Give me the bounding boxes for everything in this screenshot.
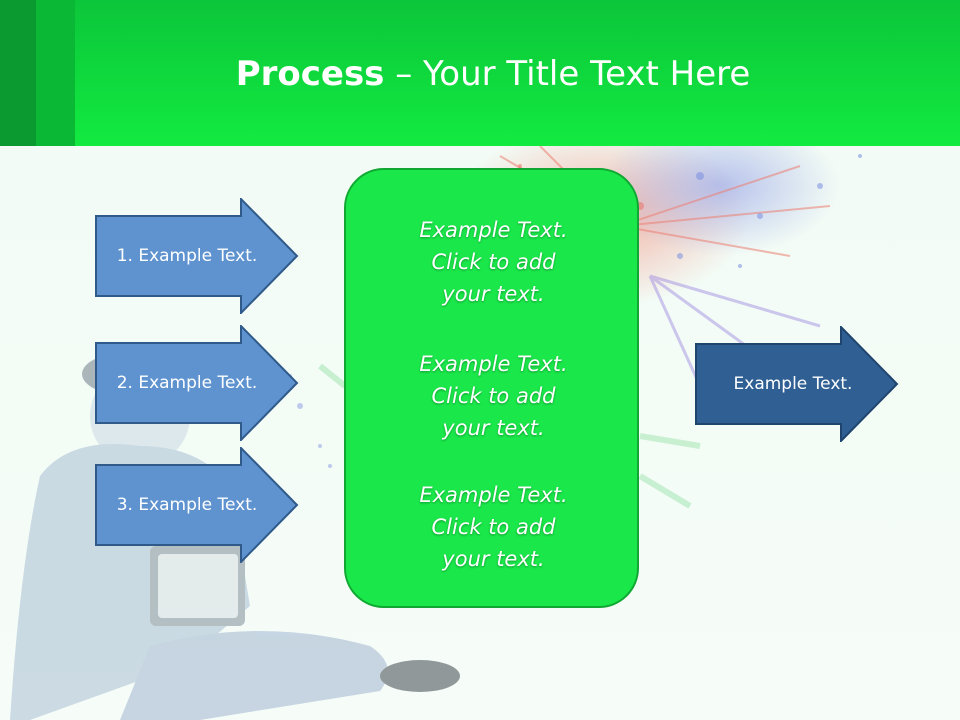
- paragraph-line: Example Text.: [419, 483, 568, 507]
- step-label: 3. Example Text.: [116, 495, 258, 515]
- center-paragraph-2: Example Text. Click to add your text.: [346, 348, 641, 444]
- paragraph-line: your text.: [442, 416, 545, 440]
- step-label: 1. Example Text.: [116, 246, 258, 266]
- step-arrow-1[interactable]: 1. Example Text.: [95, 198, 299, 314]
- paragraph-line: Example Text.: [419, 352, 568, 376]
- paragraph-line: Click to add: [431, 384, 556, 408]
- step-label: 2. Example Text.: [116, 373, 258, 393]
- arrow-shape-icon: [95, 198, 299, 314]
- arrow-shape-icon: [95, 325, 299, 441]
- center-paragraph-1: Example Text. Click to add your text.: [346, 214, 641, 310]
- result-label: Example Text.: [733, 374, 853, 394]
- paragraph-line: your text.: [442, 282, 545, 306]
- step-arrow-3[interactable]: 3. Example Text.: [95, 447, 299, 563]
- paragraph-line: your text.: [442, 547, 545, 571]
- header-stripe-dark: [0, 0, 36, 146]
- center-text-box[interactable]: Example Text. Click to add your text. Ex…: [344, 168, 639, 608]
- title-rest: – Your Title Text Here: [384, 54, 751, 94]
- paragraph-line: Example Text.: [419, 218, 568, 242]
- center-paragraph-3: Example Text. Click to add your text.: [346, 479, 641, 575]
- title-bold: Process: [235, 54, 385, 94]
- header-bar: Process – Your Title Text Here: [0, 0, 960, 146]
- step-arrow-2[interactable]: 2. Example Text.: [95, 325, 299, 441]
- arrow-shape-icon: [95, 447, 299, 563]
- page-title[interactable]: Process – Your Title Text Here: [0, 52, 960, 96]
- paragraph-line: Click to add: [431, 250, 556, 274]
- arrow-shape-icon: [695, 326, 899, 442]
- header-stripe-mid: [36, 0, 75, 146]
- result-arrow[interactable]: Example Text.: [695, 326, 899, 442]
- paragraph-line: Click to add: [431, 515, 556, 539]
